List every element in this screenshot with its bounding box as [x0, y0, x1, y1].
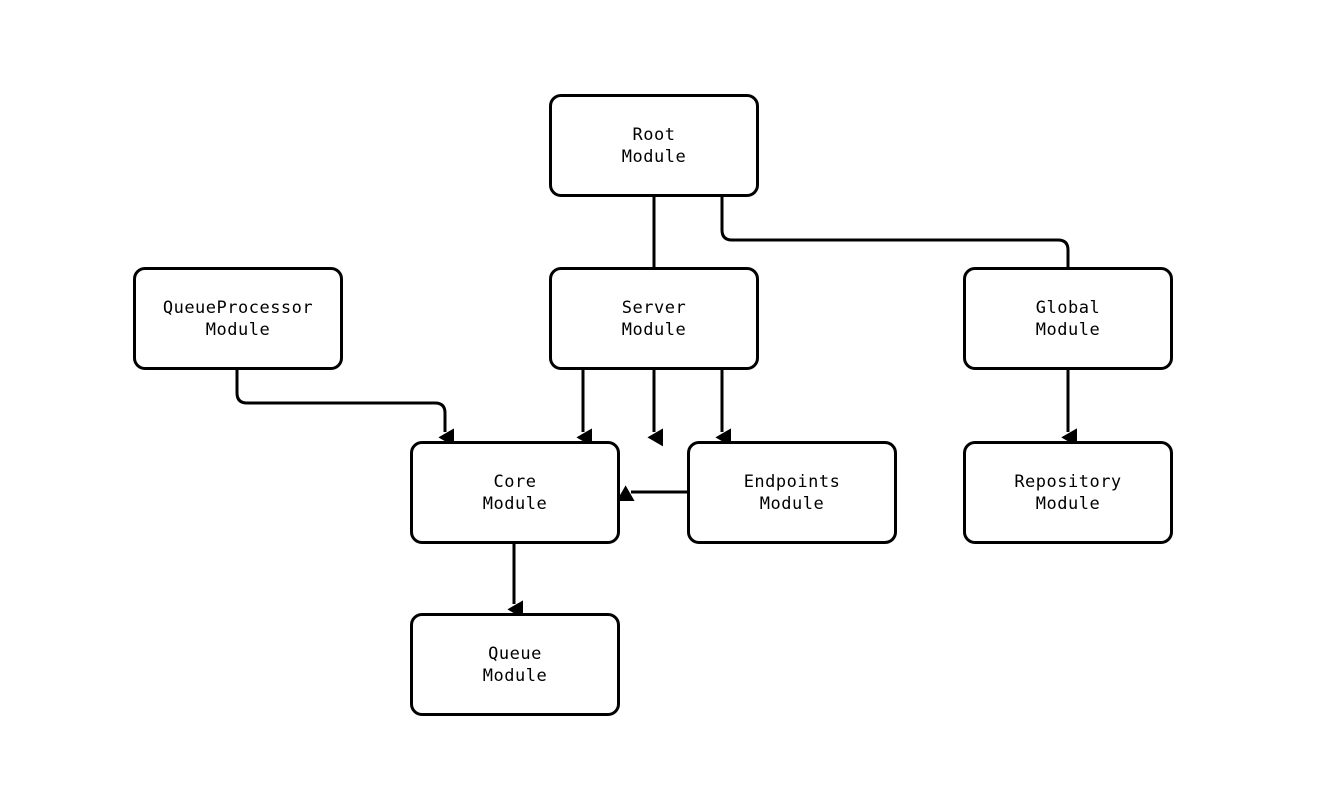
- node-server-label-line1: Server: [621, 297, 687, 318]
- node-core-label-line1: Core: [493, 471, 537, 492]
- node-queueprocessor-label-line2: Module: [205, 319, 271, 340]
- node-endpoints-label-line1: Endpoints: [743, 471, 841, 492]
- node-endpoints-label-line2: Module: [759, 493, 825, 514]
- node-repository-label-line2: Module: [1035, 493, 1101, 514]
- node-queue-label-line2: Module: [482, 665, 548, 686]
- node-global-label-line1: Global: [1035, 297, 1101, 318]
- edge-root-to-global: [720, 197, 1077, 447]
- node-core-label-line2: Module: [482, 493, 548, 514]
- node-repository-label-line1: Repository: [1014, 471, 1122, 492]
- node-root-label-line1: Root: [632, 124, 676, 145]
- node-queue-label-line1: Queue: [488, 643, 542, 664]
- node-queueprocessor-label-line1: QueueProcessor: [162, 297, 314, 318]
- node-server-label-line2: Module: [621, 319, 687, 340]
- node-global-label-line2: Module: [1035, 319, 1101, 340]
- node-root-label-line2: Module: [621, 146, 687, 167]
- edge-queueprocessor-to-core: [235, 370, 454, 447]
